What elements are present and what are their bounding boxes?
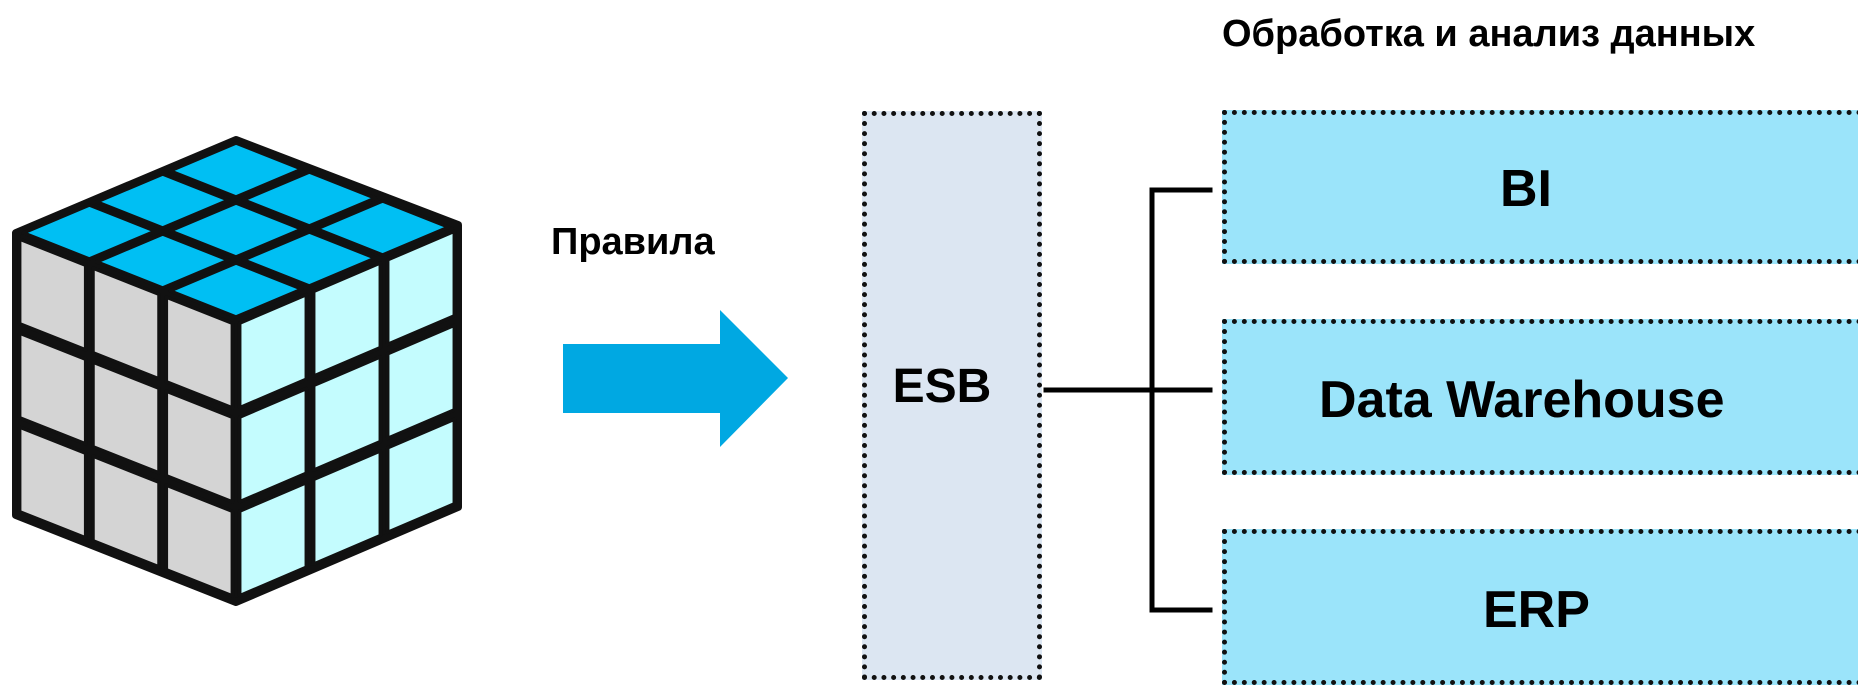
erp-box [1222,529,1858,685]
cube-top-sticker [241,170,378,228]
data-warehouse-label: Data Warehouse [1319,371,1725,429]
bi-box [1222,110,1858,264]
esb-box [862,111,1042,680]
cube-right-sticker [311,449,383,566]
cube-right-sticker [311,261,383,378]
erp-label: ERP [1483,581,1590,639]
cube-top-sticker [241,230,378,288]
cube-top-sticker [94,172,231,230]
cube-top-sticker [168,201,304,259]
data-warehouse-box [1222,319,1858,475]
cube-right-sticker [237,292,309,410]
cube-top-sticker [21,203,158,261]
cube-left-sticker [17,425,88,540]
flow-arrow-shape [563,310,788,447]
cube-right-sticker [311,355,383,472]
right-arrow-icon [563,310,788,447]
esb-label: ESB [892,360,992,413]
cube-top-sticker [94,232,231,290]
cube-left-sticker [17,237,88,352]
cube-left-sticker [164,483,235,598]
cube-top-sticker [168,261,304,319]
cube-left-sticker [91,454,161,569]
cube-right-sticker [237,480,309,598]
data-processing-heading: Обработка и анализ данных [1222,13,1756,55]
cube-top-sticker [168,141,304,199]
cube-left-sticker [91,360,161,475]
cube-left-sticker [91,266,161,381]
cube-left-sticker [17,331,88,446]
cube-right-sticker [385,323,457,441]
cube-right-sticker [385,417,457,535]
rules-label: Правила [551,221,715,263]
bi-label: BI [1500,160,1552,218]
cube-right-sticker [237,386,309,504]
cube-icon [12,136,462,606]
cube-left-sticker [164,295,235,410]
cube-left-sticker [164,389,235,504]
cube-right-sticker [385,229,457,347]
cube-top-sticker [314,199,451,257]
